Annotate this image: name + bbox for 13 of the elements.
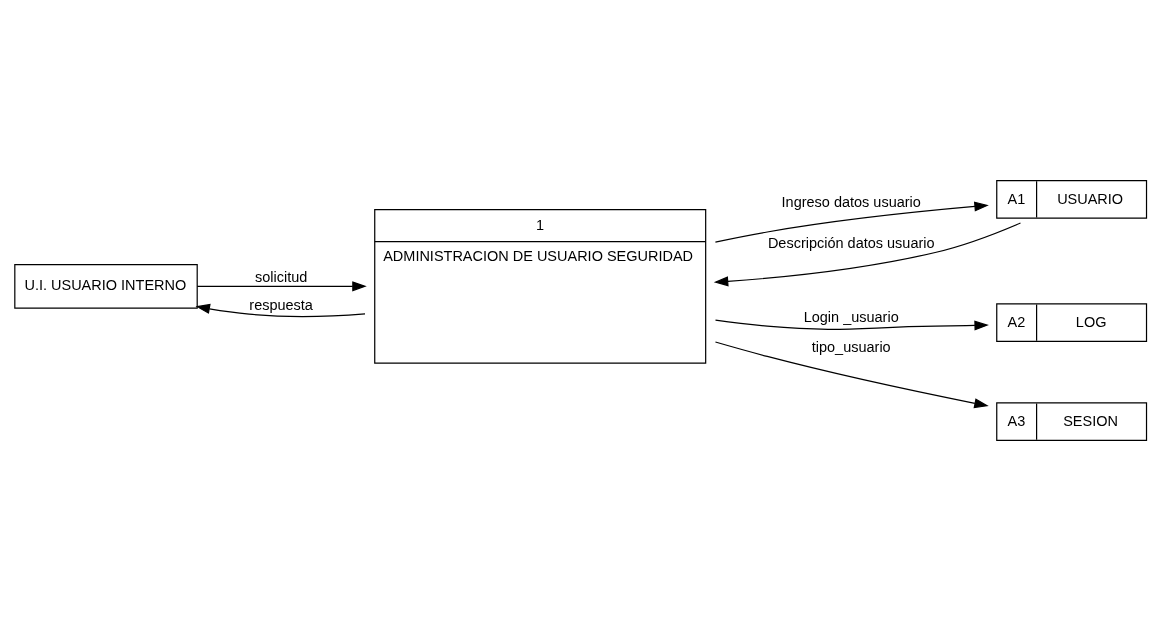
arrow (713, 221, 1022, 286)
arrow (714, 319, 989, 331)
edge-label: tipo_usuario (811, 338, 891, 355)
edge-label: Login _usuario (803, 308, 899, 325)
arrow (196, 280, 367, 291)
arrow (714, 200, 989, 243)
node-box: U.I. USUARIO INTERNO (14, 263, 198, 309)
arrow (195, 303, 366, 317)
edge-label: Ingreso datos usuario (781, 193, 921, 210)
edge-label: respuesta (249, 296, 313, 313)
arrow (714, 340, 989, 408)
edge-label: Descripción datos usuario (767, 234, 935, 251)
edge-label: solicitud (254, 268, 308, 285)
